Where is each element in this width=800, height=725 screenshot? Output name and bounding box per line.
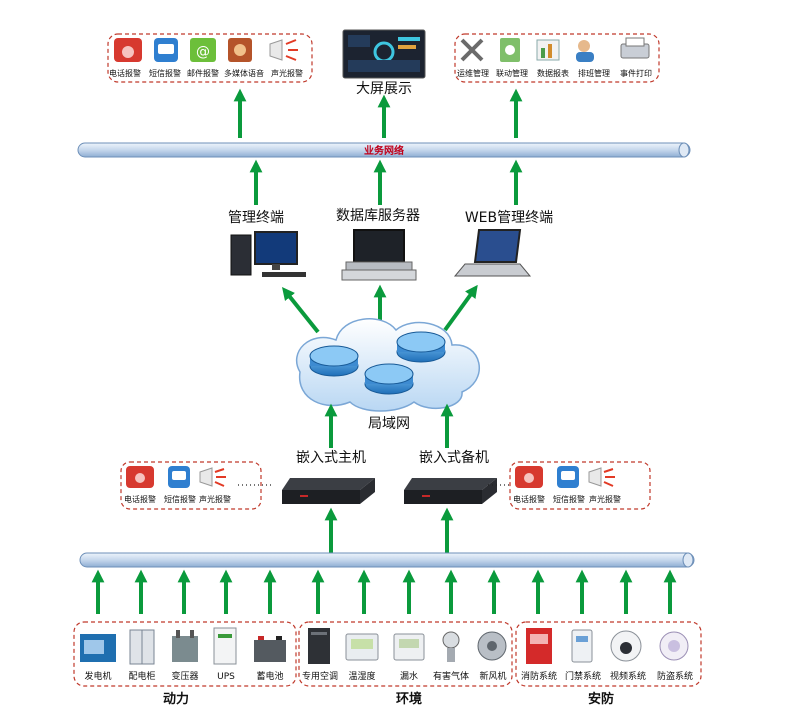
harmful-gas-icon: [442, 631, 460, 662]
host-alarm-label: 短信报警: [553, 494, 585, 504]
phone-alarm-icon: [515, 466, 543, 488]
big-screen-monitor: [342, 29, 426, 79]
group-title-security: 安防: [588, 691, 614, 707]
up-arrow: [443, 284, 478, 332]
big-screen-label: 大屏展示: [356, 81, 412, 97]
embedded-host-main-icon: [282, 478, 375, 504]
field-bus: [79, 552, 695, 568]
router-icon: [309, 345, 359, 377]
terminal-label: 数据库服务器: [336, 208, 420, 224]
video-camera-icon: [610, 630, 642, 662]
top-alarm-label: 多媒体语音: [224, 68, 264, 78]
device-label: 发电机: [84, 670, 111, 682]
device-label: 消防系统: [521, 670, 557, 682]
host-backup-label: 嵌入式备机: [419, 449, 489, 466]
sms-alarm-icon: [557, 466, 579, 488]
terminal-label: WEB管理终端: [465, 210, 553, 226]
temp-humidity-icon: [345, 633, 379, 661]
business-network-bus: [77, 142, 691, 158]
device-label: 防盗系统: [657, 670, 693, 682]
device-label: 有害气体: [433, 670, 469, 682]
multimedia-voice-icon: [228, 38, 252, 62]
phone-alarm-icon: [114, 38, 142, 62]
transformer-icon: [172, 630, 198, 662]
management-terminal-pc-icon: [230, 231, 306, 277]
email-alarm-icon: @: [190, 38, 216, 62]
up-arrow: [282, 287, 320, 334]
router-icon: [396, 331, 446, 363]
top-alarm-label: 电话报警: [109, 68, 141, 78]
ups-icon: [213, 627, 237, 665]
generator-icon: [80, 634, 116, 662]
top-alarm-label: 邮件报警: [187, 68, 219, 78]
event-print-icon: [620, 37, 650, 59]
host-alarm-label: 声光报警: [589, 494, 621, 504]
management-panel: [454, 33, 660, 83]
device-label: 新风机: [479, 670, 506, 682]
fresh-air-fan-icon: [477, 631, 507, 661]
sms-alarm-icon: [154, 38, 178, 62]
fire-system-icon: [526, 628, 552, 664]
sound-light-alarm-icon: [269, 39, 298, 61]
group-title-power: 动力: [163, 691, 189, 707]
battery-icon: [254, 636, 286, 662]
host-main-label: 嵌入式主机: [296, 450, 366, 466]
terminal-label: 管理终端: [228, 210, 284, 226]
ops-management-icon: [460, 38, 484, 62]
business-network-label: 业务网络: [364, 144, 404, 157]
database-server-icon: [341, 229, 417, 281]
management-label: 运维管理: [457, 68, 489, 78]
access-control-icon: [571, 629, 593, 663]
device-label: 专用空调: [302, 670, 338, 682]
lan-cloud-icon: [295, 318, 480, 412]
management-label: 排班管理: [578, 68, 610, 78]
phone-alarm-icon: [126, 466, 154, 488]
lan-label: 局域网: [368, 416, 410, 432]
security-group-box: [515, 621, 702, 687]
host-alarm-panel: [509, 461, 651, 510]
top-alarm-panel: [107, 33, 313, 83]
management-label: 联动管理: [496, 68, 528, 78]
water-leak-icon: [393, 633, 425, 661]
linkage-management-icon: [500, 38, 520, 62]
sound-light-alarm-icon: [588, 467, 615, 487]
device-label: UPS: [217, 672, 235, 682]
management-label: 数据报表: [537, 68, 569, 78]
sound-light-alarm-icon: [199, 467, 226, 487]
precision-ac-icon: [308, 628, 330, 664]
host-alarm-label: 短信报警: [164, 494, 196, 504]
device-label: 蓄电池: [256, 670, 283, 682]
top-alarm-label: 短信报警: [149, 68, 181, 78]
host-alarm-label: 电话报警: [124, 494, 156, 504]
host-alarm-label: 电话报警: [513, 494, 545, 504]
device-label: 视频系统: [610, 670, 646, 682]
embedded-host-backup-icon: [404, 478, 497, 504]
power-group-box: [73, 621, 297, 687]
environment-group-box: [298, 621, 513, 687]
host-alarm-label: 声光报警: [199, 494, 231, 504]
management-label: 事件打印: [620, 68, 652, 78]
top-alarm-label: 声光报警: [271, 68, 303, 78]
group-title-environment: 环境: [396, 691, 422, 707]
data-report-icon: [536, 39, 560, 61]
anti-theft-sensor-icon: [659, 631, 689, 661]
device-label: 门禁系统: [565, 670, 601, 682]
device-label: 配电柜: [128, 670, 155, 682]
sms-alarm-icon: [168, 466, 190, 488]
svg-text:@: @: [196, 44, 210, 60]
device-arrows: [91, 569, 677, 614]
router-icon: [364, 363, 414, 395]
host-alarm-panel: [120, 461, 262, 510]
distribution-cabinet-icon: [129, 629, 155, 665]
device-label: 变压器: [171, 670, 198, 682]
device-label: 漏水: [400, 670, 418, 682]
web-terminal-laptop-icon: [453, 229, 532, 277]
device-label: 温湿度: [348, 670, 375, 682]
shift-schedule-icon: [576, 40, 594, 62]
